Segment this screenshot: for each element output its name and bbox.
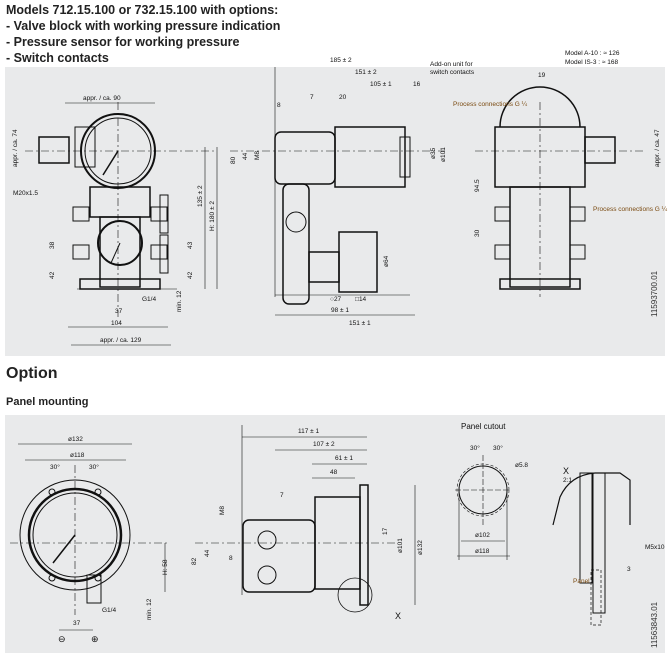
dim-19: 19: [538, 72, 546, 79]
hex27-value: 27: [333, 296, 342, 303]
label-process-connections-bottom: Process connections G ¼: [593, 206, 668, 213]
cutout-angle-right: 30°: [493, 445, 503, 452]
option-switch-contacts: - Switch contacts: [6, 51, 109, 65]
dimension-drawing-2: ø132 ø118 30° 30° H: 58 min. 12 G1/4 37 …: [5, 415, 665, 653]
dim-width-top: appr. / ca. 90: [83, 95, 121, 102]
dim-angle-left: 30°: [50, 464, 60, 471]
dim-width-bottom: appr. / ca. 129: [100, 337, 142, 344]
dim-82: 82: [191, 557, 198, 565]
label-thread: M20x1.5: [13, 190, 38, 197]
dim-94-5: 94.5: [474, 179, 481, 192]
rear-view-drawing: [475, 86, 645, 297]
dim-8-panel: 8: [229, 555, 233, 562]
dim-angle-right: 30°: [89, 464, 99, 471]
dim-104: 104: [111, 320, 122, 327]
dim-8: 8: [277, 102, 281, 109]
label-addon-2: switch contacts: [430, 69, 475, 76]
detail-screw: M5x10: [645, 544, 665, 551]
dim-151b: 151 ± 1: [349, 320, 371, 327]
dim-min-12-panel: min. 12: [146, 598, 153, 620]
cutout-angle-left: 30°: [470, 445, 480, 452]
dim-dia101: ø101: [440, 147, 447, 162]
dim-17: 17: [382, 527, 389, 535]
dim-98: 98 ± 1: [331, 307, 350, 314]
side-view-drawing: [230, 67, 445, 316]
option-heading: Option: [6, 365, 58, 382]
models-title: Models 712.15.100 or 732.15.100 with opt…: [6, 3, 279, 17]
detail-x-title: X: [563, 466, 570, 476]
dim-185: 185 ± 2: [330, 57, 352, 64]
dim-37: 37: [115, 308, 123, 315]
panel-cutout-title: Panel cutout: [461, 422, 506, 431]
dim-105: 105 ± 1: [370, 81, 392, 88]
dim-80: 80: [230, 156, 237, 164]
dim-7-panel: 7: [280, 492, 284, 499]
dim-7: 7: [310, 94, 314, 101]
detail-scale: 2:1: [563, 477, 573, 484]
dim-min-12: min. 12: [176, 290, 183, 312]
detail-x-drawing: [552, 472, 631, 626]
label-addon-1: Add-on unit for: [430, 61, 473, 68]
dim-135: 135 ± 2: [197, 185, 204, 207]
dim-16: 16: [413, 81, 421, 88]
dim-hex27: ○27: [330, 296, 342, 303]
label-process-connections-top: Process connections G ¼: [453, 101, 528, 108]
dim-dia132-side: ø132: [417, 540, 424, 555]
panel-side-view-drawing: [195, 425, 416, 613]
panel-cutout-drawing: [455, 455, 511, 560]
dim-180: H: 180 ± 2: [209, 201, 216, 231]
minus-port-symbol: ⊖: [58, 634, 66, 644]
dim-dia118-front: ø118: [70, 452, 85, 459]
dim-61: 61 ± 1: [335, 455, 354, 462]
dim-151: 151 ± 2: [355, 69, 377, 76]
document-id-1: 11593700.01: [650, 270, 659, 317]
dim-sq14: □14: [355, 296, 367, 303]
cutout-dia118: ø118: [475, 548, 490, 555]
dim-48: 48: [330, 469, 338, 476]
dim-dia35: ø35: [430, 147, 437, 159]
panel-mounting-heading: Panel mounting: [6, 396, 89, 408]
sq14-value: 14: [358, 296, 367, 303]
dim-38: 38: [49, 241, 56, 249]
cutout-dia102: ø102: [475, 532, 490, 539]
label-model-is3: Model IS-3 : ≈ 168: [565, 59, 619, 66]
dim-42-right: 42: [187, 271, 194, 279]
detail-x-marker: X: [395, 611, 402, 621]
dim-dia132-front: ø132: [68, 436, 83, 443]
dim-37-panel: 37: [73, 620, 81, 627]
dimension-drawing-1: appr. / ca. 90 appr. / ca. 74 M20x1.5 38…: [5, 50, 668, 356]
technical-drawing-1: [25, 67, 645, 346]
dim-h58: H: 58: [162, 559, 169, 575]
technical-drawing-2: [10, 425, 631, 631]
detail-panel-label: Panel: [573, 578, 590, 585]
dim-44-panel: 44: [204, 549, 211, 557]
label-port: G1/4: [142, 296, 157, 303]
label-port-panel: G1/4: [102, 607, 117, 614]
dim-m8: M8: [254, 150, 261, 160]
document-id-2: 11563843.01: [650, 601, 659, 648]
dim-m8-panel: M8: [219, 505, 226, 515]
dim-left-height: appr. / ca. 74: [12, 129, 19, 167]
dim-44: 44: [242, 152, 249, 160]
plus-port-symbol: ⊕: [91, 634, 99, 644]
dim-117: 117 ± 1: [298, 428, 320, 435]
detail-dim-3: 3: [627, 566, 631, 573]
dim-right-height: appr. / ca. 47: [654, 129, 661, 167]
panel-front-view-drawing: [10, 443, 170, 631]
dim-dia64: ø64: [383, 255, 390, 267]
dim-dia101-panel: ø101: [397, 538, 404, 553]
dim-107: 107 ± 2: [313, 441, 335, 448]
dim-43: 43: [187, 241, 194, 249]
dim-30: 30: [474, 229, 481, 237]
front-view-drawing: [25, 102, 218, 346]
cutout-hole-dia: ø5.8: [515, 462, 529, 469]
dim-42-left: 42: [49, 271, 56, 279]
dim-20: 20: [339, 94, 347, 101]
option-pressure-sensor: - Pressure sensor for working pressure: [6, 35, 240, 49]
label-model-a10: Model A-10 : ≈ 126: [565, 50, 620, 57]
option-valve-block: - Valve block with working pressure indi…: [6, 19, 281, 33]
